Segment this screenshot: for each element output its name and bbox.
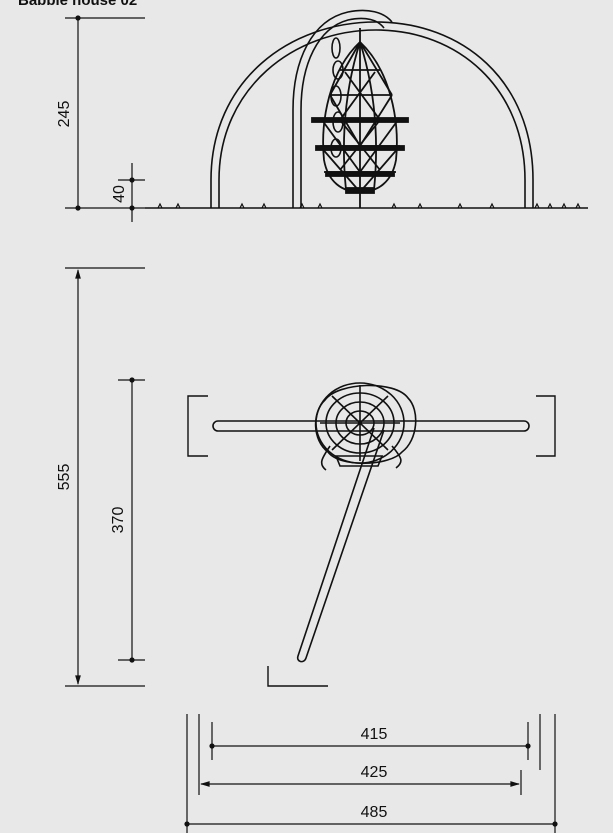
dim-depth-lines — [65, 267, 145, 687]
grass-tufts — [157, 202, 581, 209]
dim-label-depth-inner: 370 — [110, 507, 127, 534]
dim-dots — [75, 15, 135, 211]
hanging-egg-cage — [311, 28, 409, 208]
dim-width-dots — [184, 743, 558, 827]
drawing-title: Babble house 02 — [18, 0, 138, 9]
dim-label-width-mid: 425 — [361, 764, 388, 781]
dim-label-ground-clearance: 40 — [111, 185, 128, 203]
plan-view — [65, 267, 558, 833]
dim-width-lines — [186, 714, 556, 833]
dim-depth-dots — [129, 377, 135, 663]
hanging-arm-left — [292, 9, 393, 208]
dome-arch-inner — [218, 29, 526, 208]
safety-zone-corners — [187, 395, 556, 687]
dim-label-width-inner: 415 — [361, 726, 388, 743]
side-elevation — [65, 9, 588, 222]
dome-arch-outer — [210, 21, 534, 208]
hanging-arm-right — [300, 17, 385, 208]
dim-label-width-outer: 485 — [361, 804, 388, 821]
egg-top-view — [314, 382, 417, 471]
dim-height-lines — [65, 17, 145, 222]
dim-label-height-total: 245 — [56, 101, 73, 128]
dim-label-depth-outer: 555 — [56, 464, 73, 491]
